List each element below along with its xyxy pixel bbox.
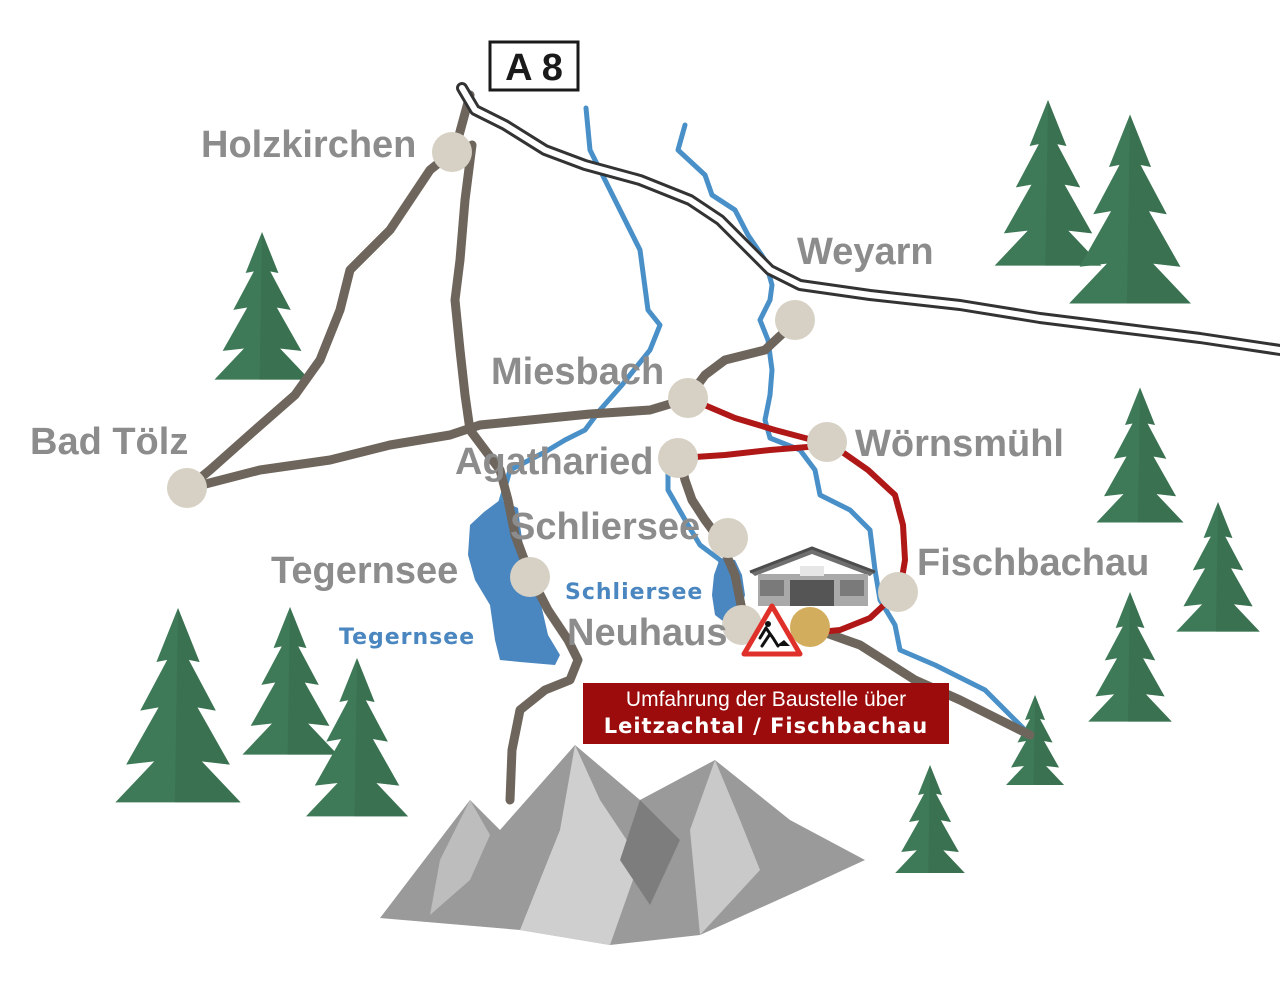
marker-weyarn[interactable]: [775, 300, 815, 340]
motorway-shield: A 8: [488, 40, 580, 92]
marker-schliersee[interactable]: [708, 518, 748, 558]
label-fischbachau: Fischbachau: [917, 542, 1149, 584]
tree-icon: [115, 608, 241, 803]
mountain-icon: [380, 745, 865, 945]
tree-icon: [1006, 695, 1064, 785]
marker-tegernsee[interactable]: [510, 557, 550, 597]
label-lake-schliersee: Schliersee: [565, 580, 703, 605]
motorway-shield-label: A 8: [505, 47, 563, 89]
label-schliersee: Schliersee: [510, 506, 700, 548]
detour-notice: Umfahrung der Baustelle über Leitzachtal…: [583, 683, 949, 744]
label-miesbach: Miesbach: [491, 351, 664, 393]
detour-notice-line1: Umfahrung der Baustelle über: [625, 688, 907, 711]
lake-labels: Schliersee Tegernsee: [339, 580, 703, 650]
town-labels: Holzkirchen Weyarn Miesbach Wörnsmühl Ba…: [30, 124, 1149, 654]
construction-warning-icon: [741, 603, 803, 657]
town-markers: [167, 132, 918, 645]
marker-agatharied[interactable]: [658, 438, 698, 478]
label-neuhaus: Neuhaus: [567, 612, 727, 654]
tree-icon: [305, 658, 409, 817]
detour-route: [677, 395, 908, 635]
tree-icon: [895, 765, 965, 873]
tree-icon: [214, 232, 310, 380]
marker-fischbachau[interactable]: [878, 572, 918, 612]
tree-icon: [1088, 592, 1172, 722]
tree-icon: [1096, 387, 1184, 523]
tree-icon: [242, 607, 338, 755]
detour-notice-line2: Leitzachtal / Fischbachau: [603, 714, 929, 738]
tree-icon: [994, 100, 1102, 266]
destination-marker[interactable]: [790, 607, 830, 647]
marker-woernsmuehl[interactable]: [807, 422, 847, 462]
marker-bad-toelz[interactable]: [167, 468, 207, 508]
tree-icon: [1176, 502, 1260, 632]
label-agatharied: Agatharied: [455, 441, 653, 483]
motorway-a8: [456, 82, 1280, 356]
label-bad-toelz: Bad Tölz: [30, 421, 188, 463]
label-tegernsee: Tegernsee: [271, 550, 458, 592]
marker-neuhaus[interactable]: [722, 605, 762, 645]
marker-holzkirchen[interactable]: [432, 132, 472, 172]
label-weyarn: Weyarn: [797, 231, 934, 273]
label-woernsmuehl: Wörnsmühl: [855, 423, 1064, 465]
label-lake-tegernsee: Tegernsee: [339, 625, 475, 650]
label-holzkirchen: Holzkirchen: [201, 124, 416, 166]
tree-icon: [1069, 114, 1191, 304]
marker-miesbach[interactable]: [668, 378, 708, 418]
house-icon: [749, 546, 876, 606]
